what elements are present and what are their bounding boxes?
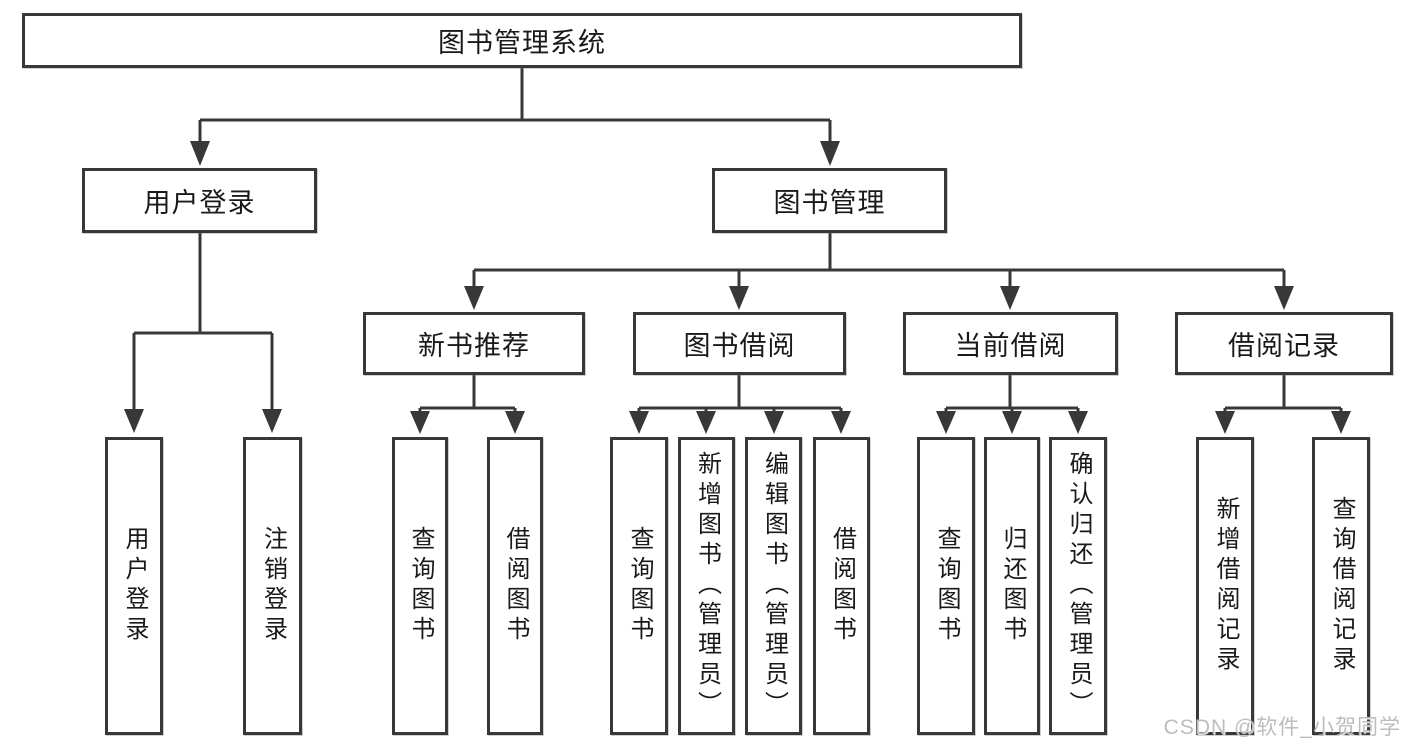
node-records-query-record: 查询借阅记录: [1312, 437, 1370, 735]
node-login-user-login: 用户登录: [105, 437, 163, 735]
node-borrow-edit-books-admin: 编辑图书（管理员）: [745, 437, 802, 735]
node-borrow-records: 借阅记录: [1175, 312, 1393, 375]
node-book-borrow: 图书借阅: [633, 312, 846, 375]
node-borrow-borrow-books: 借阅图书: [813, 437, 870, 735]
watermark-csdn: CSDN @软件_小贺同学: [1163, 716, 1401, 739]
node-borrow-add-books-admin: 新增图书（管理员）: [678, 437, 735, 735]
node-library-management-system: 图书管理系统: [22, 13, 1022, 68]
node-current-borrow: 当前借阅: [903, 312, 1118, 375]
node-login-logout: 注销登录: [243, 437, 302, 735]
node-current-return-books: 归还图书: [984, 437, 1040, 735]
node-new-book-recommend: 新书推荐: [363, 312, 585, 375]
node-records-add-record: 新增借阅记录: [1196, 437, 1254, 735]
node-book-management: 图书管理: [712, 168, 947, 233]
node-borrow-query-books: 查询图书: [610, 437, 668, 735]
node-current-confirm-return-admin: 确认归还（管理员）: [1049, 437, 1107, 735]
node-newbooks-borrow-books: 借阅图书: [487, 437, 543, 735]
node-current-query-books: 查询图书: [917, 437, 975, 735]
node-user-login: 用户登录: [82, 168, 317, 233]
arrowheads: [124, 141, 1351, 434]
node-newbooks-query-books: 查询图书: [392, 437, 448, 735]
